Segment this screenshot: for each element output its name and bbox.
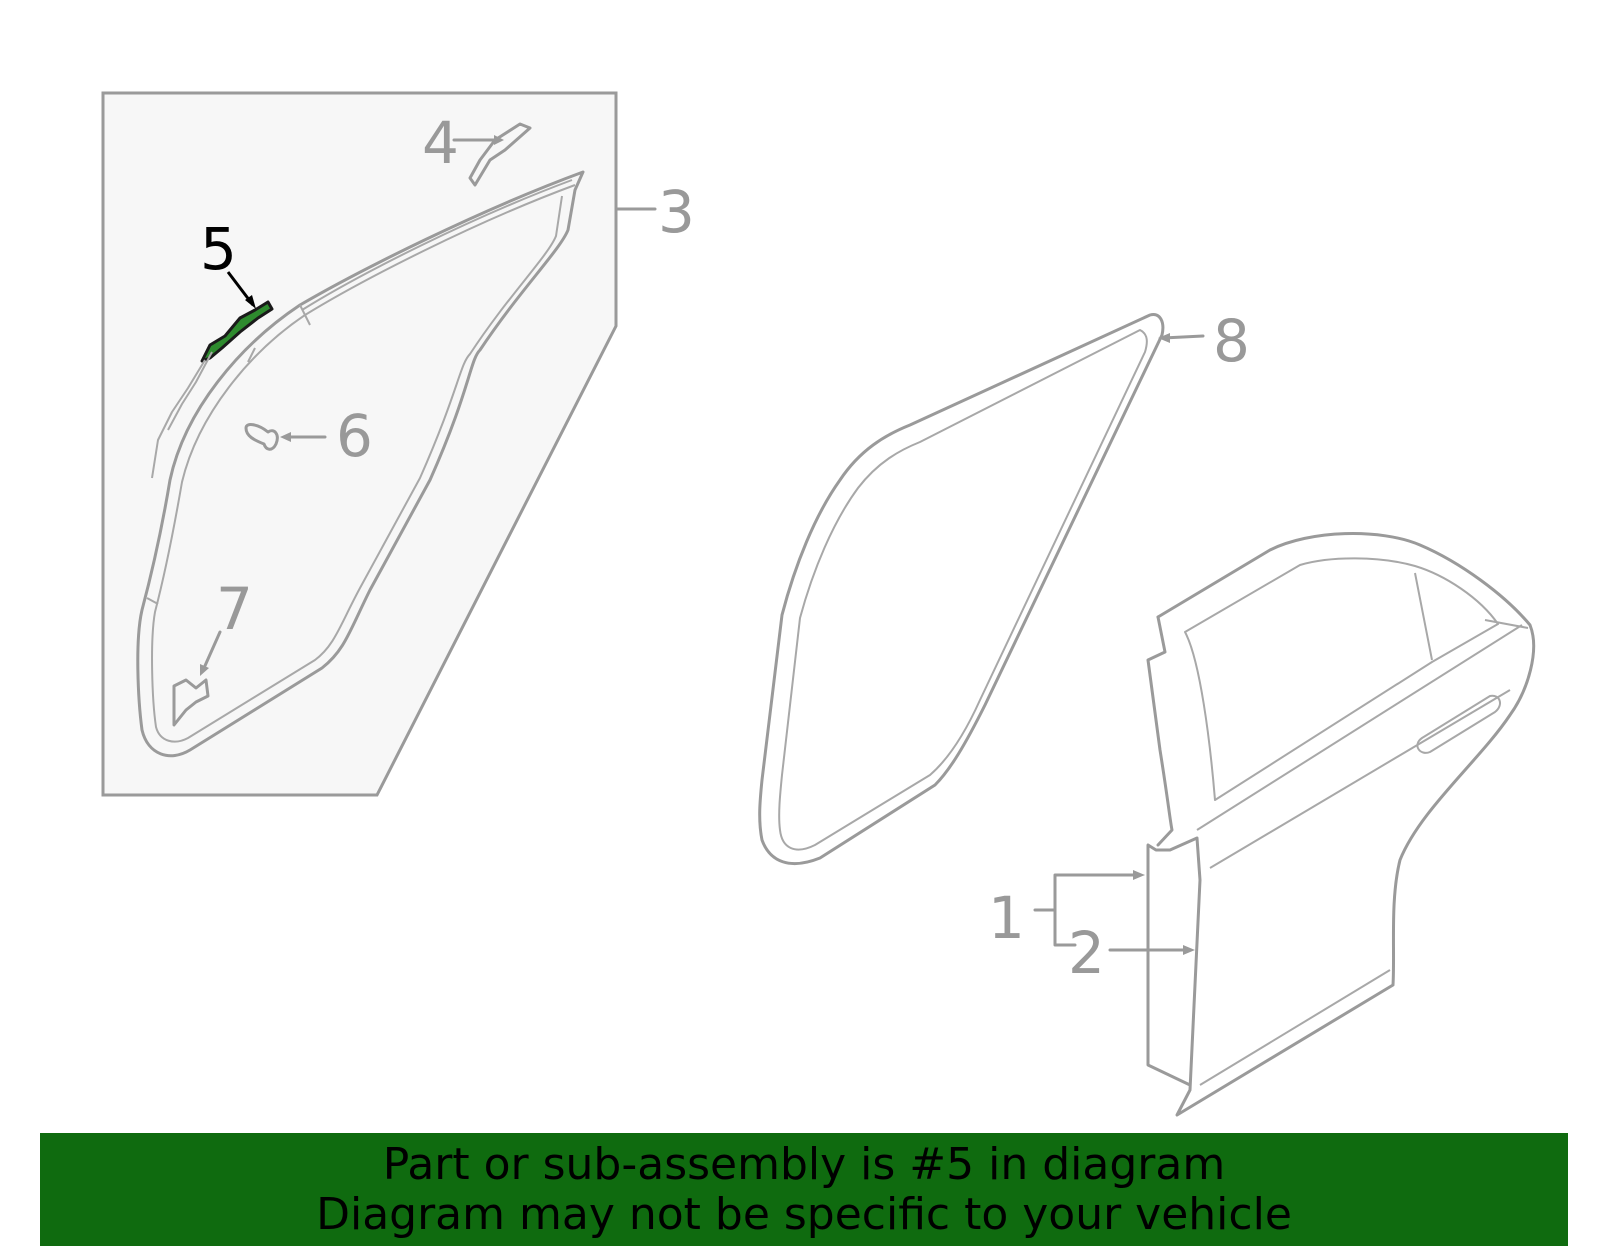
part-5-highlighted xyxy=(151,271,274,479)
callout-1: 1 xyxy=(988,884,1025,952)
callout-2: 2 xyxy=(1068,919,1105,987)
callout-4: 4 xyxy=(422,109,459,177)
banner-line-part: Part or sub-assembly is #5 in diagram xyxy=(382,1138,1226,1190)
inset-panel-3 xyxy=(101,91,657,797)
callout-3: 3 xyxy=(658,178,695,246)
door-shell xyxy=(1033,532,1535,1117)
door-weatherstrip-3 xyxy=(136,170,585,758)
part-7-retainer xyxy=(172,630,222,727)
callout-7: 7 xyxy=(216,575,253,643)
callout-5: 5 xyxy=(200,215,237,283)
part-6-fastener xyxy=(244,423,327,451)
callout-8: 8 xyxy=(1213,307,1250,375)
info-banner: Part or sub-assembly is #5 in diagram Di… xyxy=(40,1133,1568,1246)
part-4-clip xyxy=(452,122,532,187)
banner-line-disclaimer: Diagram may not be specific to your vehi… xyxy=(316,1188,1292,1240)
part-8-weatherstrip xyxy=(758,312,1205,866)
callout-6: 6 xyxy=(336,402,373,470)
